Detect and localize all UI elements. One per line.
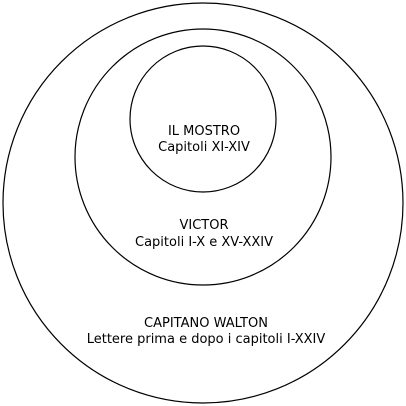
outer-title: CAPITANO WALTON [144, 316, 268, 331]
inner-circle-mostro [129, 45, 277, 193]
middle-title: VICTOR [179, 218, 228, 233]
middle-circle-victor [74, 28, 332, 286]
middle-subtitle: Capitoli I-X e XV-XXIV [135, 235, 273, 250]
inner-title: IL MOSTRO [168, 124, 240, 139]
outer-subtitle: Lettere prima e dopo i capitoli I-XXIV [87, 332, 326, 347]
inner-subtitle: Capitoli XI-XIV [158, 140, 250, 155]
